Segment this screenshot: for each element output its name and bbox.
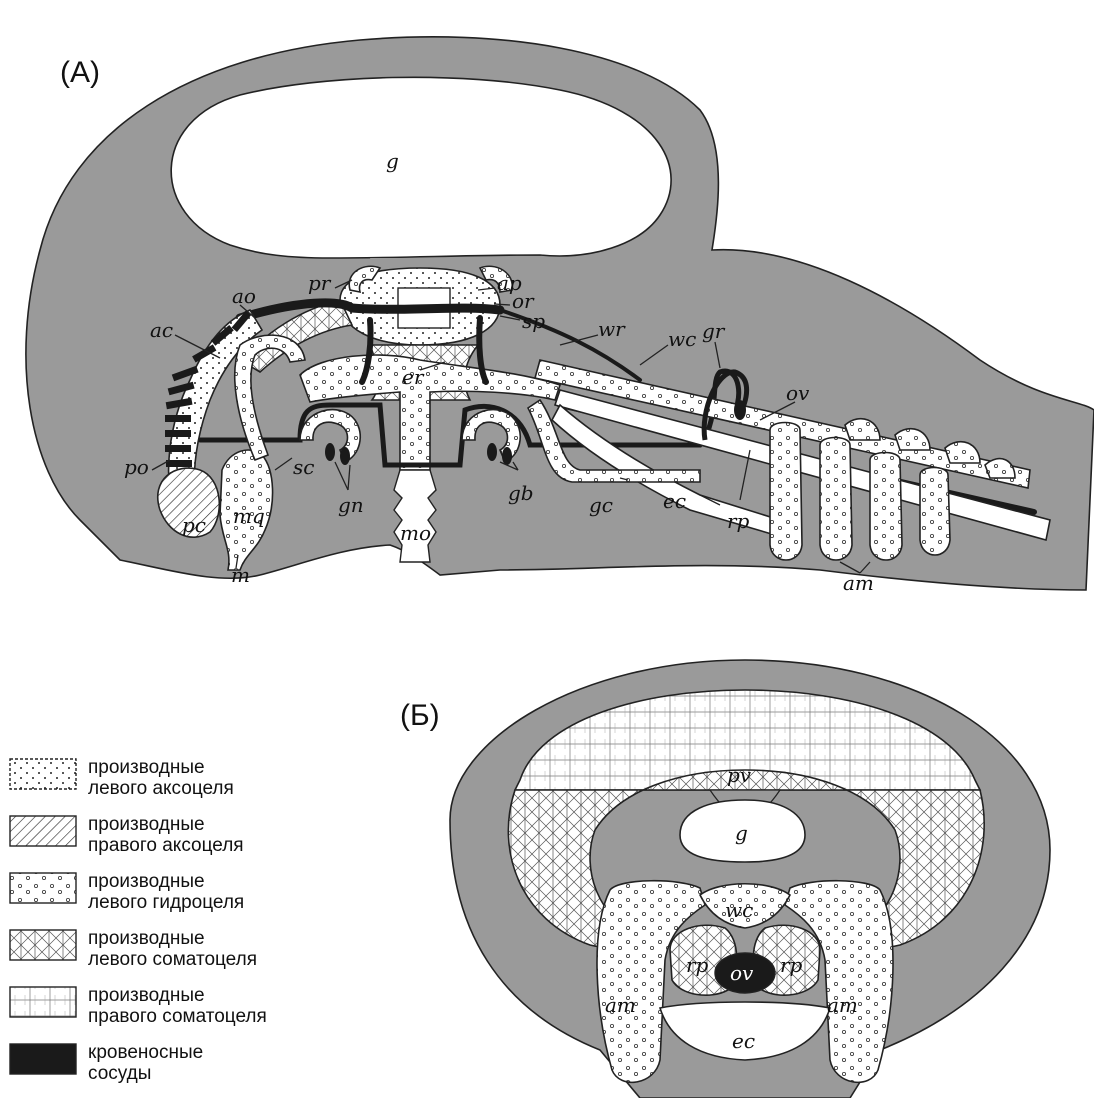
legend-4-line1: производные (88, 985, 205, 1006)
label-gn: gn (338, 493, 364, 517)
legend-2-line1: производные (88, 871, 205, 892)
label-m: m (231, 563, 250, 587)
legend-1-line2: правого аксоцеля (88, 835, 244, 856)
label-ao: ao (232, 284, 256, 308)
label-pr: pr (308, 271, 332, 295)
label-wc-b: wc (725, 898, 753, 922)
panel-a: (A) (26, 37, 1094, 595)
legend-0-line2: левого аксоцеля (88, 778, 234, 799)
label-ec-b: ec (732, 1029, 755, 1053)
legend-3-line2: левого соматоцеля (88, 949, 257, 970)
legend-1-line1: производные (88, 814, 205, 835)
label-wc-a: wc (668, 327, 696, 351)
panel-b-label: (Б) (400, 699, 440, 732)
label-rp-right: rp (780, 953, 803, 977)
legend-2-line2: левого гидроцеля (88, 892, 244, 913)
gut-cavity-a (171, 77, 671, 258)
label-mo: mo (400, 521, 431, 545)
label-ov-b: ov (730, 961, 754, 985)
label-ov-a: ov (786, 381, 810, 405)
legend: производные левого аксоцеля производные … (10, 757, 267, 1084)
panel-a-label: (A) (60, 56, 100, 89)
label-gr: gr (702, 319, 726, 343)
label-sp: sp (522, 309, 545, 333)
label-mq: mq (233, 504, 265, 528)
legend-item-dots: производные левого аксоцеля (10, 757, 234, 799)
label-ac: ac (150, 318, 173, 342)
label-ec-a: ec (663, 489, 686, 513)
label-am-left: am (605, 993, 636, 1017)
label-g-b: g (735, 821, 748, 845)
label-pc: pc (182, 513, 206, 537)
legend-item-solid: кровеносные сосуды (10, 1042, 203, 1084)
label-am-right: am (827, 993, 858, 1017)
label-pv: pv (727, 763, 752, 787)
legend-3-line1: производные (88, 928, 205, 949)
legend-5-line2: сосуды (88, 1063, 151, 1084)
label-po: po (124, 455, 149, 479)
legend-4-line2: правого соматоцеля (88, 1006, 267, 1027)
legend-item-hatch: производные правого аксоцеля (10, 814, 244, 856)
label-g-a: g (386, 149, 399, 173)
legend-item-triangles: производные левого соматоцеля (10, 928, 257, 970)
legend-item-circles: производные левого гидроцеля (10, 871, 244, 913)
legend-0-line1: производные (88, 757, 205, 778)
gr-knot (734, 400, 746, 420)
label-sc: sc (293, 455, 314, 479)
label-am-a: am (843, 571, 874, 595)
label-rp-left: rp (686, 953, 709, 977)
legend-item-crosses: производные правого соматоцеля (10, 985, 267, 1027)
label-gb: gb (508, 481, 534, 505)
label-gc: gc (589, 493, 613, 517)
label-wr: wr (598, 317, 626, 341)
label-rp-a: rp (727, 509, 750, 533)
legend-5-line1: кровеносные (88, 1042, 203, 1063)
panel-b: (Б) pv g wc rp ov rp a (400, 660, 1050, 1098)
label-er: er (402, 365, 425, 389)
